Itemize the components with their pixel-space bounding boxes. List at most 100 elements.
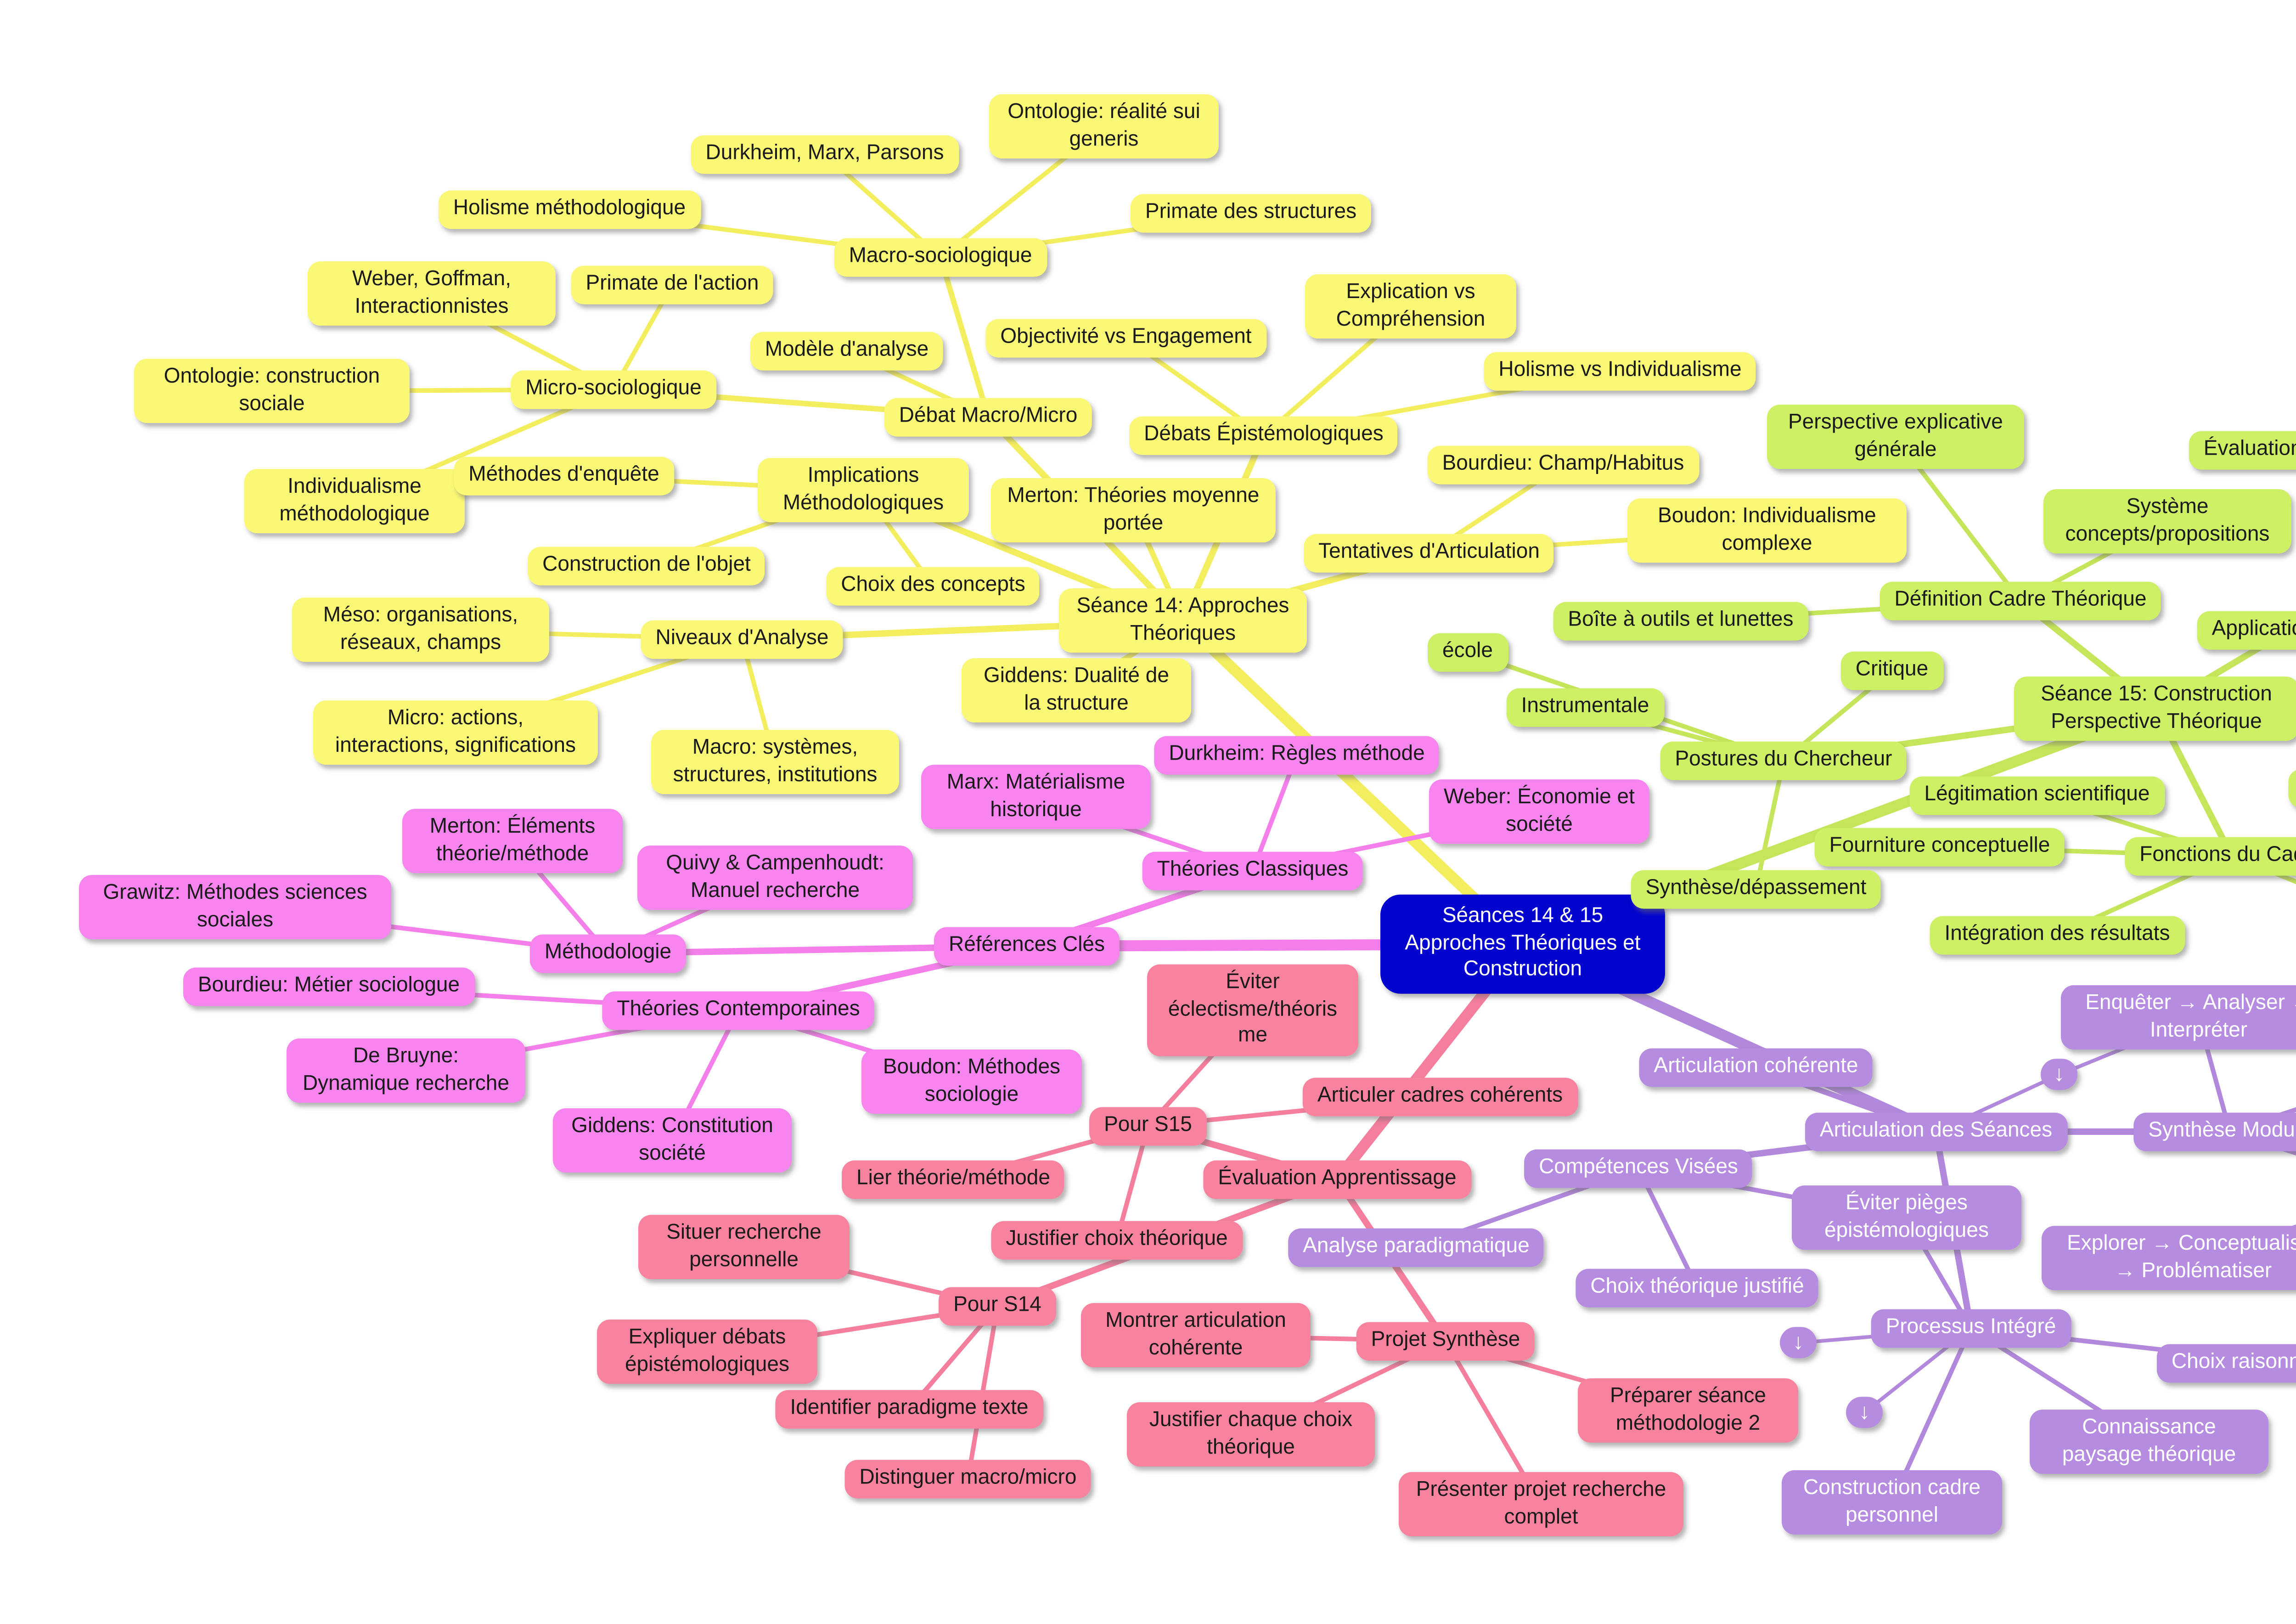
node-analyse_paradigmatique[interactable]: Analyse paradigmatique bbox=[1288, 1228, 1544, 1267]
node-situer_recherche[interactable]: Situer recherche personnelle bbox=[638, 1215, 850, 1280]
node-primate_action[interactable]: Primate de l'action bbox=[571, 265, 774, 304]
node-pour_s14[interactable]: Pour S14 bbox=[939, 1287, 1056, 1325]
edge-theories_classiques--durkheim_regles bbox=[1250, 753, 1299, 873]
node-explorer_conceptualiser[interactable]: Explorer → Conceptualiser → Problématise… bbox=[2042, 1226, 2296, 1291]
node-grawitz[interactable]: Grawitz: Méthodes sciences sociales bbox=[79, 875, 391, 940]
node-choix_concepts[interactable]: Choix des concepts bbox=[826, 567, 1040, 605]
node-boite_outils[interactable]: Boîte à outils et lunettes bbox=[1553, 602, 1808, 640]
node-giddens_dualite[interactable]: Giddens: Dualité de la structure bbox=[962, 658, 1191, 723]
node-eviter_eclectisme[interactable]: Éviter éclectisme/théorisme bbox=[1147, 964, 1358, 1057]
node-methodes_enquete[interactable]: Méthodes d'enquête bbox=[454, 457, 674, 495]
node-justifier_choix[interactable]: Justifier choix théorique bbox=[991, 1221, 1243, 1259]
node-connaissance_paysage[interactable]: Connaissance paysage théorique bbox=[2030, 1410, 2268, 1475]
node-evaluation_apprentissage[interactable]: Évaluation Apprentissage bbox=[1203, 1160, 1471, 1199]
node-ontologie_realite[interactable]: Ontologie: réalité sui generis bbox=[989, 94, 1219, 159]
node-micro_actions[interactable]: Micro: actions, interactions, significat… bbox=[313, 700, 598, 766]
node-expliquer_debats[interactable]: Expliquer débats épistémologiques bbox=[597, 1320, 817, 1385]
node-projet_synthese[interactable]: Projet Synthèse bbox=[1356, 1322, 1535, 1360]
node-durkheim_regles[interactable]: Durkheim: Règles méthode bbox=[1154, 736, 1440, 774]
node-giddens_constitution[interactable]: Giddens: Constitution société bbox=[553, 1108, 792, 1173]
node-seance15[interactable]: Séance 15: Construction Perspective Théo… bbox=[2014, 677, 2296, 742]
node-synthese_depassement[interactable]: Synthèse/dépassement bbox=[1631, 870, 1881, 908]
node-bourdieu_metier[interactable]: Bourdieu: Métier sociologue bbox=[183, 967, 475, 1006]
node-merton_theories[interactable]: Merton: Théories moyenne portée bbox=[991, 478, 1276, 543]
node-weber_goffman[interactable]: Weber, Goffman, Interactionnistes bbox=[308, 261, 556, 327]
node-postures_chercheur[interactable]: Postures du Chercheur bbox=[1660, 741, 1907, 780]
node-macro_sociologique[interactable]: Macro-sociologique bbox=[834, 238, 1047, 276]
node-objectivite_engagement[interactable]: Objectivité vs Engagement bbox=[985, 319, 1266, 357]
node-weber_economie[interactable]: Weber: Économie et société bbox=[1429, 779, 1649, 845]
node-presenter_projet[interactable]: Présenter projet recherche complet bbox=[1399, 1472, 1683, 1537]
node-integration_resultats[interactable]: Intégration des résultats bbox=[1930, 916, 2185, 954]
node-boudon_methodes[interactable]: Boudon: Méthodes sociologie bbox=[861, 1049, 1082, 1115]
node-distinguer_macro[interactable]: Distinguer macro/micro bbox=[844, 1460, 1092, 1498]
node-primate_structures[interactable]: Primate des structures bbox=[1130, 194, 1372, 232]
node-methodologie[interactable]: Méthodologie bbox=[529, 934, 687, 973]
node-fonctions_cadre[interactable]: Fonctions du Cadre bbox=[2125, 837, 2296, 875]
node-choix_raisonne[interactable]: Choix raisonné position bbox=[2156, 1344, 2296, 1382]
node-theorisme[interactable]: Théorisme bbox=[2288, 769, 2296, 807]
node-articuler_cadres[interactable]: Articuler cadres cohérents bbox=[1302, 1077, 1578, 1116]
node-construction_objet[interactable]: Construction de l'objet bbox=[528, 547, 765, 585]
node-perspective_explicative[interactable]: Perspective explicative générale bbox=[1767, 405, 2024, 470]
node-lier_theorie[interactable]: Lier théorie/méthode bbox=[842, 1160, 1065, 1199]
node-eviter_pieges[interactable]: Éviter pièges épistémologiques bbox=[1792, 1185, 2021, 1251]
node-meso[interactable]: Méso: organisations, réseaux, champs bbox=[292, 598, 549, 663]
node-enqueter_analyser[interactable]: Enquêter → Analyser → Interpréter bbox=[2061, 985, 2296, 1050]
node-instrumentale[interactable]: Instrumentale bbox=[1506, 688, 1664, 727]
node-ecole[interactable]: école bbox=[1428, 633, 1508, 671]
node-micro_sociologique[interactable]: Micro-sociologique bbox=[511, 370, 716, 409]
node-critique[interactable]: Critique bbox=[1840, 651, 1943, 690]
node-tentatives_articulation[interactable]: Tentatives d'Articulation bbox=[1304, 534, 1554, 572]
node-theories_classiques[interactable]: Théories Classiques bbox=[1142, 851, 1363, 890]
node-implications_methodologiques[interactable]: Implications Méthodologiques bbox=[758, 458, 969, 523]
node-identifier_paradigme[interactable]: Identifier paradigme texte bbox=[775, 1390, 1043, 1428]
node-fourniture_conceptuelle[interactable]: Fourniture conceptuelle bbox=[1814, 828, 2065, 866]
node-macro_systemes[interactable]: Macro: systèmes, structures, institution… bbox=[651, 730, 899, 795]
node-pour_s15[interactable]: Pour S15 bbox=[1089, 1107, 1207, 1145]
node-theories_contemporaines[interactable]: Théories Contemporaines bbox=[602, 991, 875, 1030]
node-evaluation_pertinence[interactable]: Évaluation pertinence bbox=[2189, 431, 2296, 469]
node-merton_elements[interactable]: Merton: Éléments théorie/méthode bbox=[402, 809, 623, 874]
node-montrer_articulation[interactable]: Montrer articulation cohérente bbox=[1081, 1303, 1311, 1368]
node-niveaux_analyse[interactable]: Niveaux d'Analyse bbox=[641, 620, 844, 659]
node-synthese_module[interactable]: Synthèse Module bbox=[2133, 1112, 2296, 1151]
node-central[interactable]: Séances 14 & 15 Approches Théoriques et … bbox=[1380, 894, 1665, 994]
node-boudon_individualisme[interactable]: Boudon: Individualisme complexe bbox=[1627, 498, 1907, 564]
node-articulation_coherente[interactable]: Articulation cohérente bbox=[1639, 1048, 1873, 1087]
node-application_mecanique[interactable]: Application mécanique bbox=[2197, 611, 2296, 649]
node-debats_epistemologiques[interactable]: Débats Épistémologiques bbox=[1129, 416, 1398, 455]
node-definition_cadre[interactable]: Définition Cadre Théorique bbox=[1880, 581, 2161, 620]
node-de_bruyne[interactable]: De Bruyne: Dynamique recherche bbox=[287, 1038, 525, 1104]
node-individualisme_methodologique[interactable]: Individualisme méthodologique bbox=[244, 469, 465, 534]
node-preparer_seance[interactable]: Préparer séance méthodologie 2 bbox=[1578, 1378, 1798, 1444]
node-holisme_individualisme[interactable]: Holisme vs Individualisme bbox=[1484, 352, 1756, 390]
node-justifier_chaque[interactable]: Justifier chaque choix théorique bbox=[1127, 1402, 1375, 1467]
node-arrow_down_5[interactable]: ↓ bbox=[1780, 1327, 1817, 1359]
node-choix_theorique_justifie[interactable]: Choix théorique justifié bbox=[1576, 1269, 1819, 1307]
edge-central--seance14 bbox=[1177, 615, 1528, 950]
node-debat_macro_micro[interactable]: Débat Macro/Micro bbox=[884, 398, 1092, 436]
node-processus_integre[interactable]: Processus Intégré bbox=[1871, 1309, 2071, 1348]
node-ontologie_construction[interactable]: Ontologie: construction sociale bbox=[134, 359, 410, 424]
edge-postures_chercheur--synthese_depassement bbox=[1754, 758, 1786, 891]
node-references_cles[interactable]: Références Clés bbox=[934, 927, 1120, 965]
node-durkheim_marx_parsons[interactable]: Durkheim, Marx, Parsons bbox=[691, 135, 959, 174]
node-articulation_seances[interactable]: Articulation des Séances bbox=[1805, 1112, 2067, 1151]
node-modele_analyse[interactable]: Modèle d'analyse bbox=[750, 332, 944, 370]
node-competences_visees[interactable]: Compétences Visées bbox=[1524, 1149, 1753, 1188]
node-seance14[interactable]: Séance 14: Approches Théoriques bbox=[1059, 588, 1307, 654]
node-quivy[interactable]: Quivy & Campenhoudt: Manuel recherche bbox=[637, 846, 913, 911]
node-construction_cadre[interactable]: Construction cadre personnel bbox=[1782, 1470, 2002, 1535]
node-legitimation_scientifique[interactable]: Légitimation scientifique bbox=[1909, 776, 2165, 815]
edge-debat_macro_micro--macro_sociologique bbox=[938, 254, 991, 420]
node-arrow_down_1[interactable]: ↓ bbox=[2041, 1059, 2077, 1091]
node-systeme_concepts[interactable]: Système concepts/propositions bbox=[2043, 489, 2291, 554]
node-marx_materialisme[interactable]: Marx: Matérialisme historique bbox=[921, 765, 1151, 830]
edge-competences_visees--choix_theorique_justifie bbox=[1636, 1166, 1699, 1290]
node-holisme_methodologique[interactable]: Holisme méthodologique bbox=[438, 190, 701, 229]
node-arrow_down_6[interactable]: ↓ bbox=[1846, 1397, 1883, 1429]
node-explication_comprehension[interactable]: Explication vs Compréhension bbox=[1305, 274, 1516, 339]
node-bourdieu_champ[interactable]: Bourdieu: Champ/Habitus bbox=[1427, 445, 1699, 484]
